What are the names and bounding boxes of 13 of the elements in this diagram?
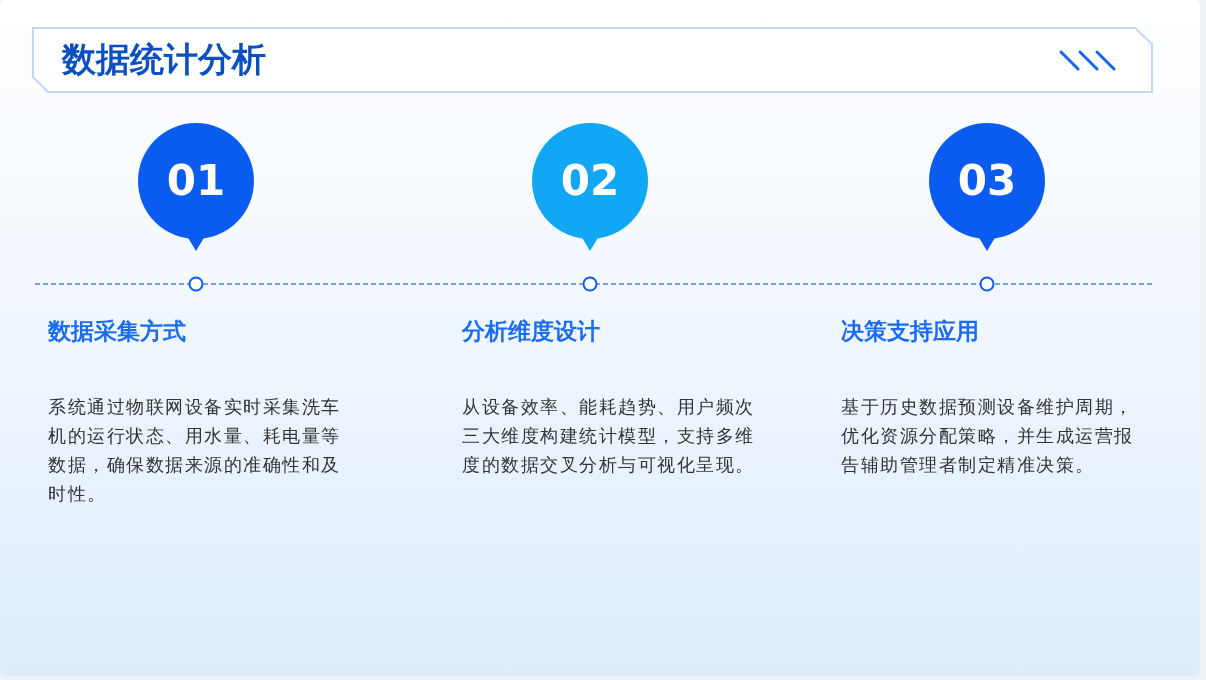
number-pin: [928, 122, 1046, 252]
step-number: 03: [956, 155, 1018, 207]
step-heading: 数据采集方式: [48, 317, 186, 346]
step-description: 系统通过物联网设备实时采集洗车机的运行状态、用水量、耗电量等数据，确保数据来源的准确性和及时性。: [48, 396, 342, 506]
step-heading: 分析维度设计: [462, 317, 600, 346]
step-heading: 决策支持应用: [841, 317, 979, 346]
step-number: 01: [165, 155, 227, 207]
step-description: 基于历史数据预测设备维护周期，优化资源分配策略，并生成运营报告辅助管理者制定精准决策。: [841, 396, 1135, 477]
step-number: 02: [559, 155, 621, 207]
number-pin: [137, 122, 255, 252]
number-pin: [531, 122, 649, 252]
title: 数据统计分析: [62, 38, 266, 81]
step-description: 从设备效率、能耗趋势、用户频次三大维度构建统计模型，支持多维度的数据交叉分析与可视化呈现。: [462, 396, 756, 477]
